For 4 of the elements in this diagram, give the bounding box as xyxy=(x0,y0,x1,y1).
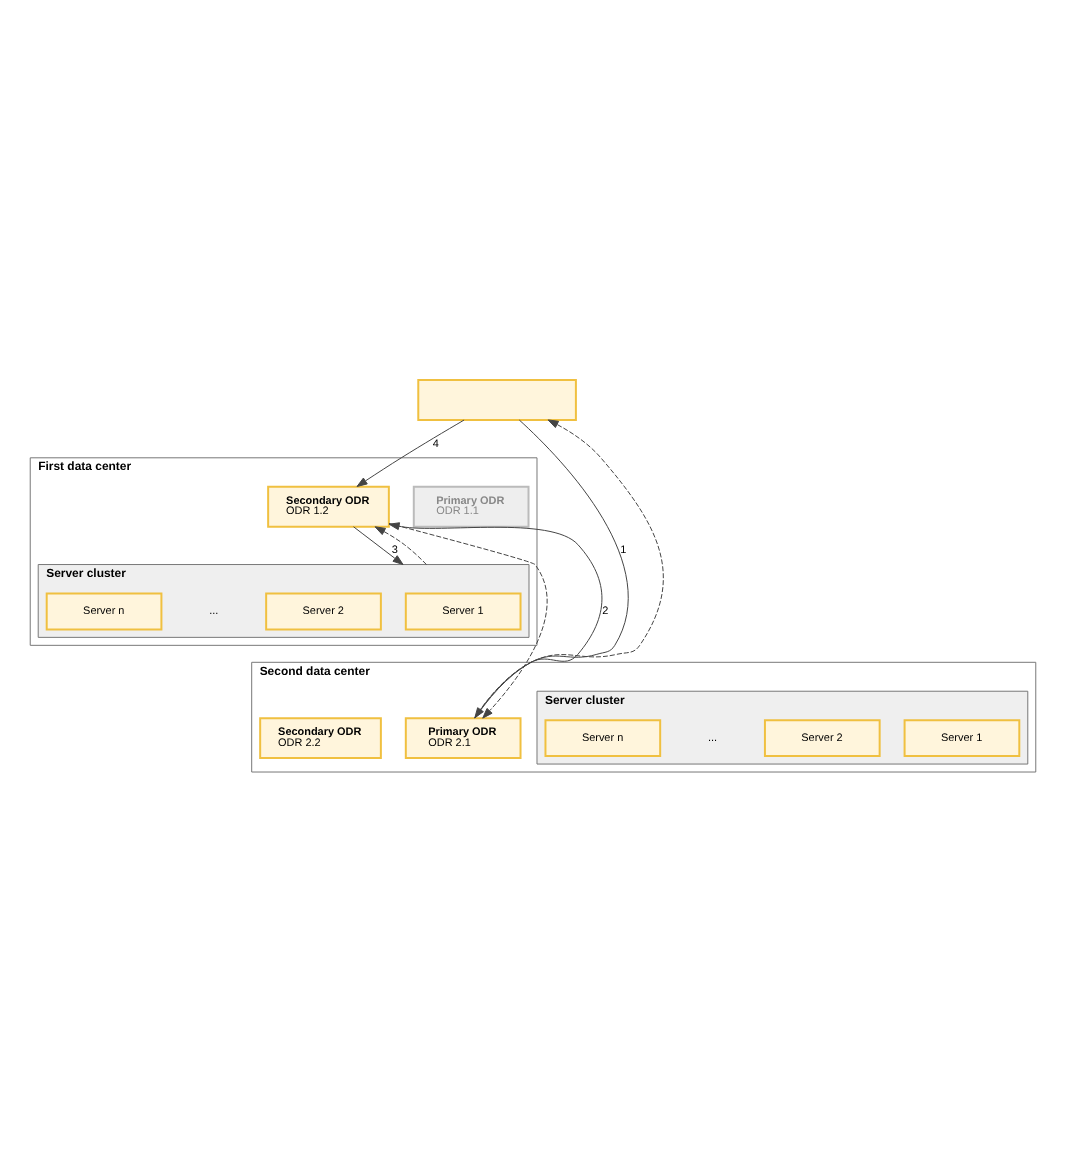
arrow xyxy=(374,525,427,565)
arrow xyxy=(353,525,404,565)
arrow xyxy=(356,418,465,486)
node-box xyxy=(417,378,577,420)
